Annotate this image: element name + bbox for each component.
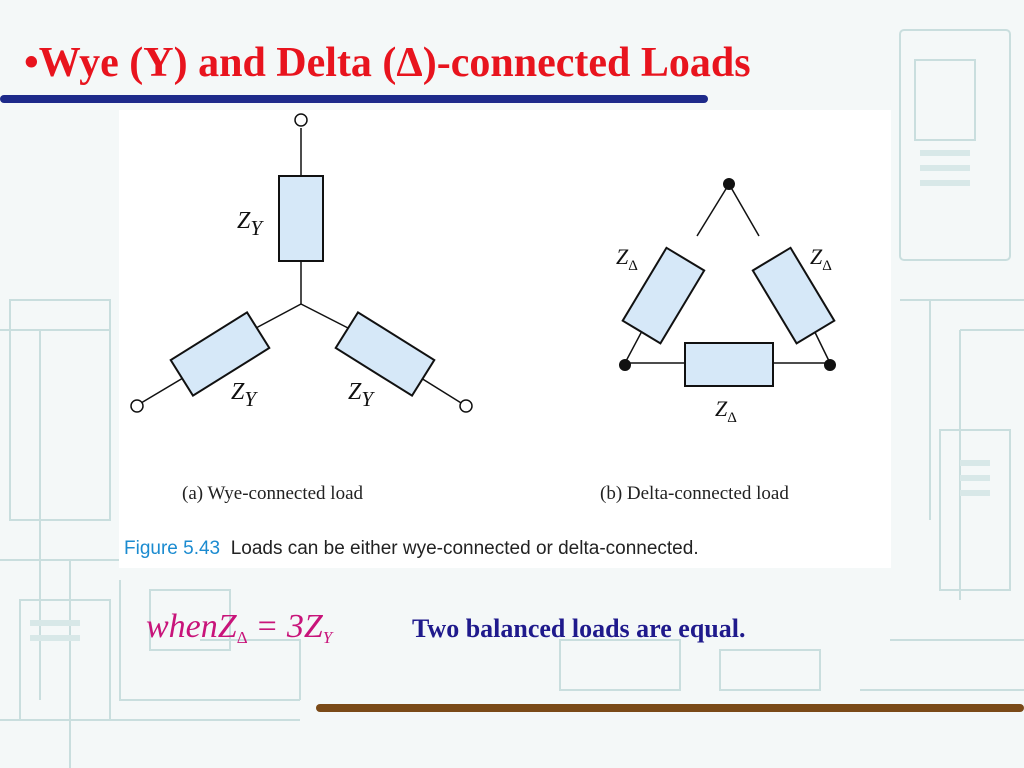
wye-terminal-top [294,113,308,127]
formula-rhs-sub: Y [322,628,333,647]
delta-impedance-bottom [684,342,774,387]
wye-terminal-right [459,399,473,413]
figure-number: Figure 5.43 [124,538,221,559]
equivalence-formula: whenZΔ =3ZY [146,608,332,648]
delta-label-right: ZΔ [810,244,832,274]
wye-terminal-left [130,399,144,413]
wye-label-right: ZY [348,379,375,411]
wye-impedance-right [334,310,436,398]
load-diagram: ZY ZY ZY ZΔ ZΔ [130,113,836,426]
delta-label-bottom: ZΔ [715,396,737,426]
delta-node-right [824,359,836,371]
wye-label-top: ZY [237,208,264,240]
formula-lhs-sub: Δ [236,628,248,647]
figure-panel: ZY ZY ZY ZΔ ZΔ [119,110,891,568]
figure-text: Loads can be either wye-connected or del… [230,538,699,559]
wye-caption: (a) Wye-connected load [182,483,364,504]
balanced-note: Two balanced loads are equal. [412,614,746,643]
slide-title: •Wye (Y) and Delta (Δ)-connected Loads [24,40,751,86]
delta-caption: (b) Delta-connected load [600,483,789,504]
bottom-rule [316,704,1024,712]
delta-node-top [723,178,735,190]
wye-load [135,128,467,407]
wye-impedance-left [169,310,271,398]
formula-rhs: 3Z [286,608,323,645]
delta-label-left: ZΔ [616,244,638,274]
wye-impedance-top [278,175,324,262]
delta-impedance-left [621,246,706,345]
delta-impedance-right [751,246,836,345]
formula-prefix: when [146,608,218,645]
formula-operator: = [257,608,277,645]
wye-label-left: ZY [231,379,258,411]
title-underline [0,95,708,103]
delta-node-left [619,359,631,371]
figure-caption: Figure 5.43 Loads can be either wye-conn… [124,538,699,560]
formula-lhs: Z [217,608,237,645]
